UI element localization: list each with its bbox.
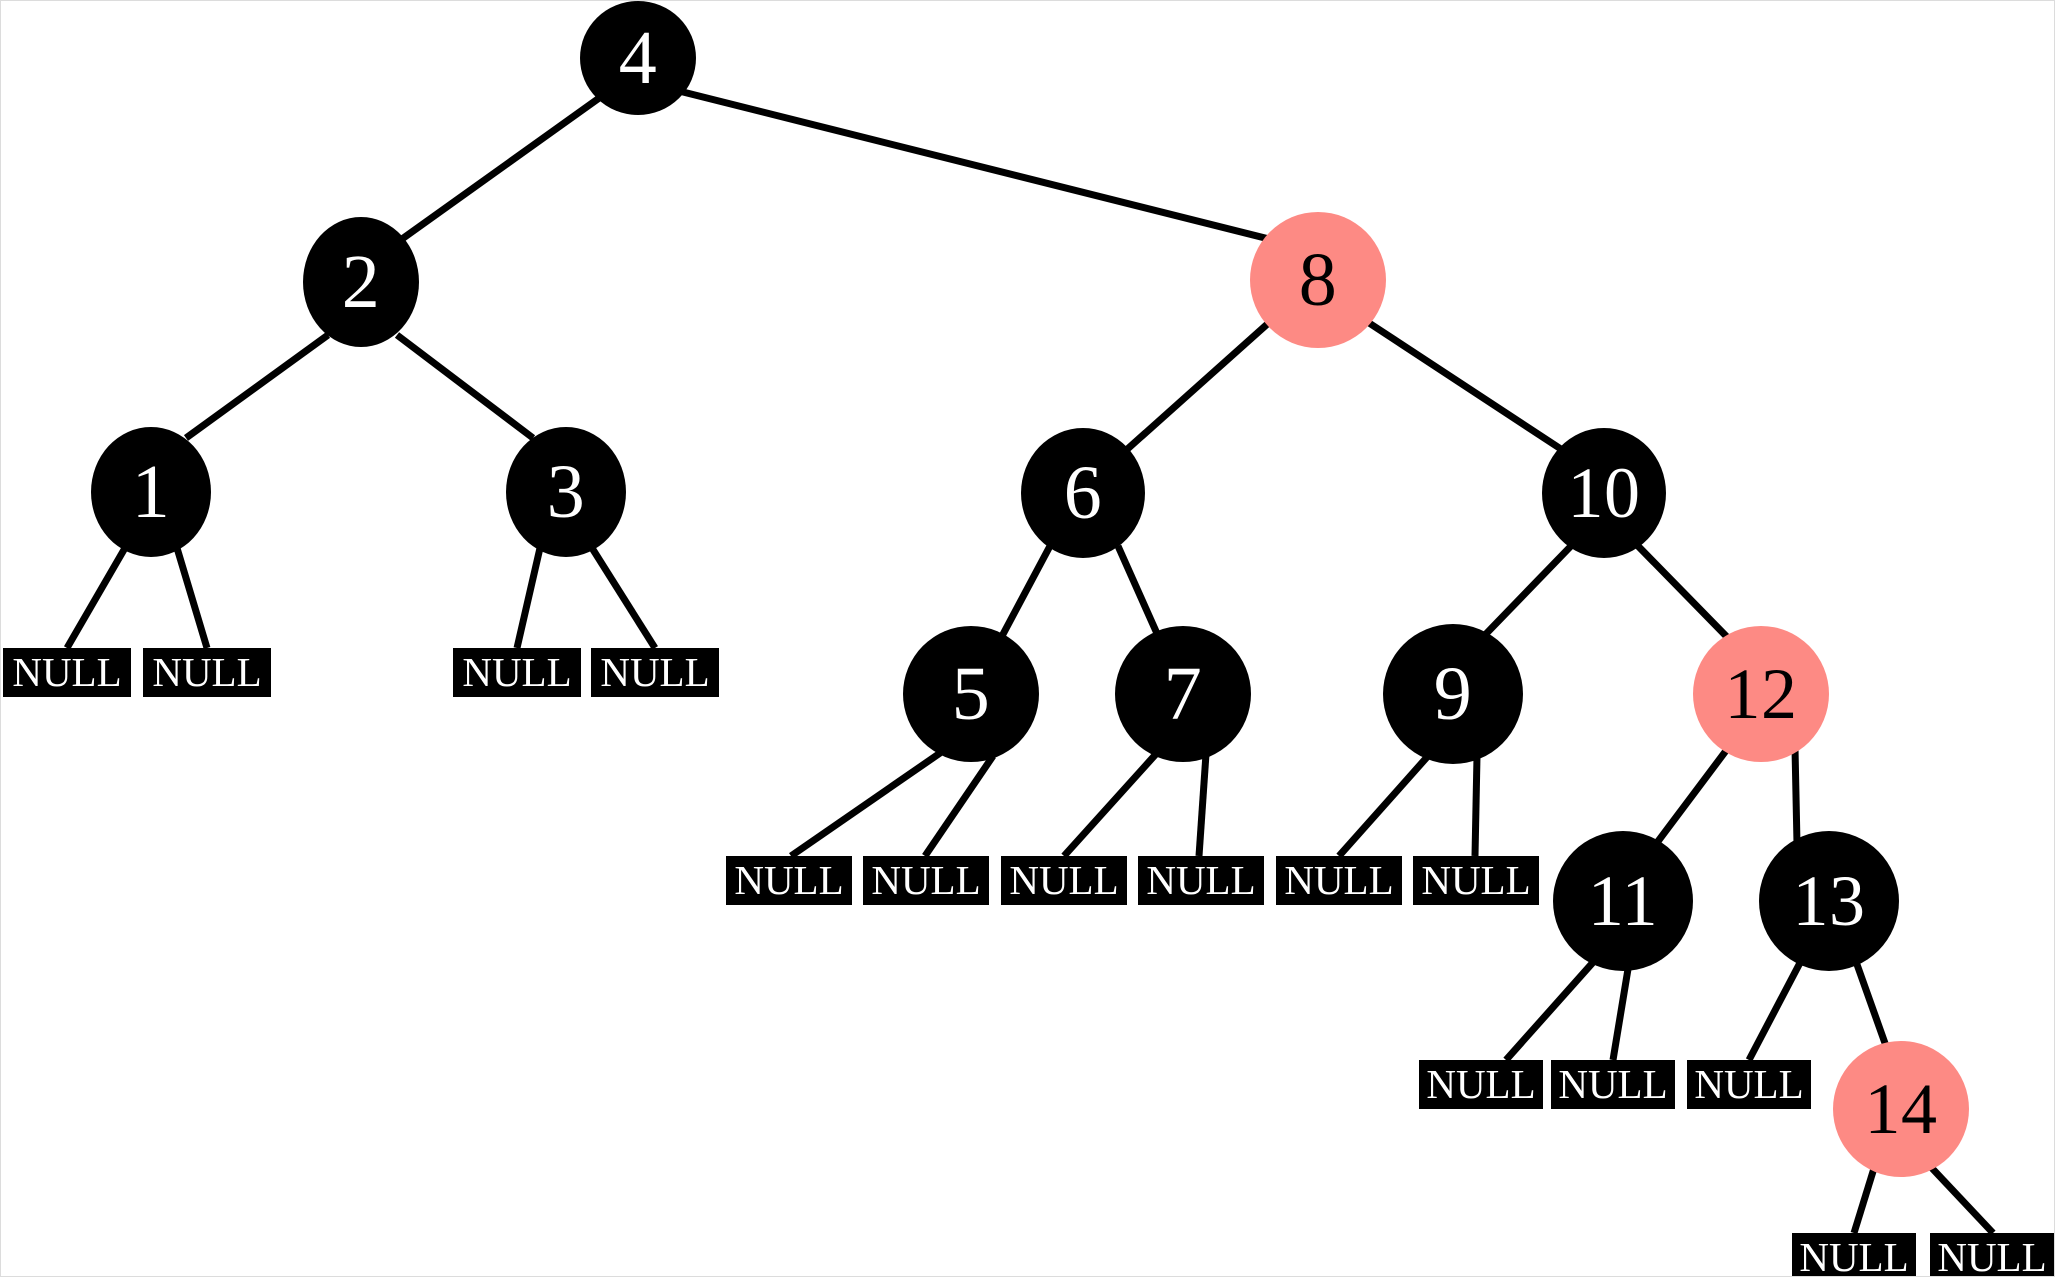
tree-edge	[1850, 1163, 1879, 1235]
tree-edge	[678, 87, 1274, 244]
tree-node-2[interactable]: 2	[303, 217, 419, 347]
tree-null-leaf: NULL	[1551, 1060, 1675, 1109]
tree-edge	[173, 546, 211, 650]
tree-null-label: NULL	[1421, 857, 1531, 903]
tree-null-label: NULL	[1799, 1234, 1909, 1277]
tree-node-label: 9	[1433, 652, 1473, 736]
tree-null-label: NULL	[1284, 857, 1394, 903]
tree-node-label: 6	[1063, 451, 1103, 535]
tree-node-13[interactable]: 13	[1759, 831, 1899, 971]
tree-edge	[1653, 745, 1731, 847]
tree-node-14[interactable]: 14	[1833, 1041, 1969, 1177]
tree-node-label: 12	[1724, 654, 1798, 734]
tree-null-label: NULL	[1146, 857, 1256, 903]
tree-node-label: 11	[1587, 861, 1659, 941]
tree-edge	[1114, 544, 1163, 640]
tree-node-4[interactable]: 4	[580, 1, 696, 115]
tree-null-leaf: NULL	[1687, 1060, 1811, 1109]
tree-node-6[interactable]: 6	[1021, 428, 1145, 558]
tree-edge	[394, 332, 536, 441]
tree-null-leaf: NULL	[1419, 1060, 1543, 1109]
tree-node-11[interactable]: 11	[1553, 831, 1693, 971]
tree-null-leaf: NULL	[1792, 1233, 1916, 1277]
tree-node-12[interactable]: 12	[1693, 626, 1829, 762]
tree-node-10[interactable]: 10	[1542, 428, 1666, 558]
tree-edge	[589, 546, 658, 650]
tree-node-1[interactable]: 1	[91, 427, 211, 557]
tree-null-leaf: NULL	[1413, 856, 1539, 905]
tree-node-label: 4	[618, 16, 658, 100]
tree-node-label: 8	[1298, 238, 1338, 322]
tree-node-7[interactable]: 7	[1115, 626, 1251, 762]
tree-null-label: NULL	[12, 649, 122, 695]
tree-edge	[1471, 755, 1481, 857]
tree-null-leaf: NULL	[143, 648, 271, 697]
tree-edge	[513, 547, 544, 649]
tree-edge	[922, 754, 996, 858]
tree-edge	[183, 332, 331, 441]
tree-edge	[1791, 747, 1801, 845]
tree-null-leaf: NULL	[1930, 1233, 2054, 1277]
tree-edge	[63, 546, 129, 650]
tree-null-leaf: NULL	[1276, 856, 1402, 905]
tree-null-label: NULL	[152, 649, 262, 695]
tree-edge	[1745, 957, 1806, 1062]
tree-null-label: NULL	[1558, 1061, 1668, 1107]
tree-node-8[interactable]: 8	[1250, 212, 1386, 348]
tree-edge	[1336, 753, 1431, 859]
tree-edge	[1850, 954, 1890, 1048]
tree-null-label: NULL	[1009, 857, 1119, 903]
tree-edge	[1120, 316, 1276, 456]
tree-null-leaf: NULL	[726, 856, 852, 905]
tree-node-label: 3	[546, 450, 586, 534]
tree-null-leaf: NULL	[453, 648, 581, 697]
tree-node-5[interactable]: 5	[903, 626, 1039, 762]
tree-edge	[1195, 753, 1210, 857]
tree-node-3[interactable]: 3	[506, 427, 626, 557]
tree-null-label: NULL	[600, 649, 710, 695]
tree-null-label: NULL	[1694, 1061, 1804, 1107]
tree-null-leaf: NULL	[1001, 856, 1127, 905]
tree-null-leaf: NULL	[1138, 856, 1264, 905]
tree-edge	[1503, 956, 1599, 1063]
tree-edge	[1061, 751, 1159, 859]
tree-node-label: 14	[1864, 1069, 1938, 1149]
tree-null-label: NULL	[1937, 1234, 2047, 1277]
tree-null-label: NULL	[1426, 1061, 1536, 1107]
tree-edge	[789, 748, 945, 859]
tree-edge	[1609, 962, 1633, 1061]
tree-node-label: 1	[131, 450, 171, 534]
tree-edge	[392, 93, 605, 247]
tree-node-9[interactable]: 9	[1383, 624, 1523, 764]
tree-edge	[1635, 543, 1731, 641]
tree-node-label: 10	[1567, 453, 1641, 533]
tree-null-label: NULL	[734, 857, 844, 903]
tree-node-label: 2	[341, 240, 381, 324]
tree-edge	[1926, 1162, 1996, 1236]
tree-null-leaf: NULL	[591, 648, 719, 697]
tree-node-label: 5	[951, 652, 991, 736]
tree-null-leaf: NULL	[863, 856, 989, 905]
tree-null-label: NULL	[462, 649, 572, 695]
tree-null-label: NULL	[871, 857, 981, 903]
tree-node-label: 13	[1792, 861, 1866, 941]
tree-null-leaf: NULL	[3, 648, 131, 697]
tree-edge	[1361, 316, 1569, 456]
tree-edge	[1479, 543, 1574, 641]
tree-edge	[997, 544, 1054, 640]
tree-node-label: 7	[1163, 652, 1203, 736]
